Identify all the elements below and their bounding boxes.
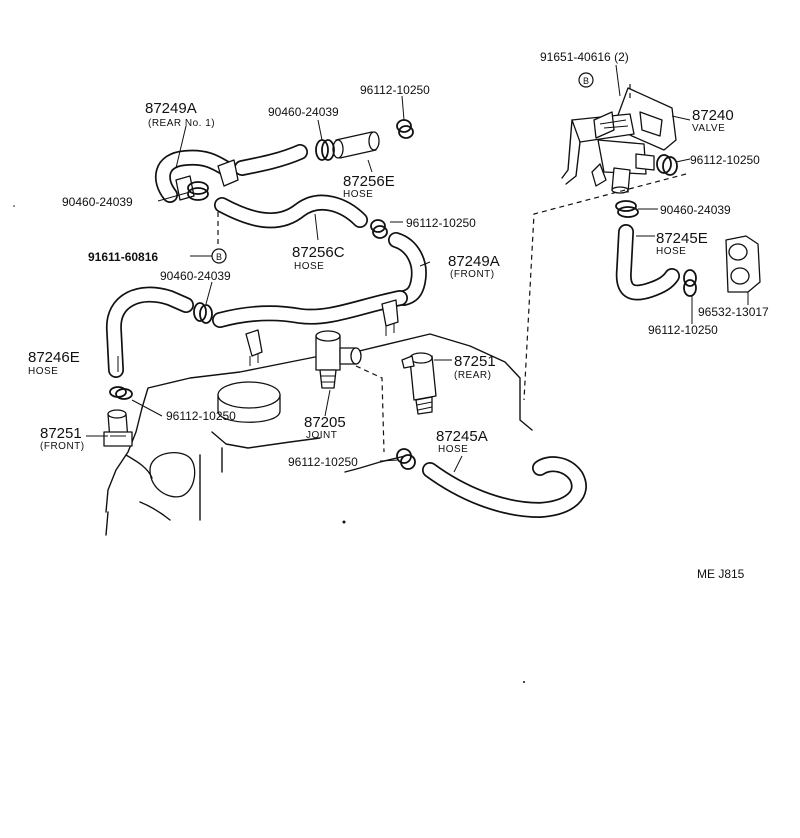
label-87249A-rear-sub: (REAR No. 1) — [148, 118, 215, 129]
hose-87256E — [332, 131, 380, 159]
clamp-icon — [315, 139, 335, 161]
clamp-icon — [396, 119, 414, 139]
clamp-icon — [193, 302, 213, 324]
label-96112-f: 96112-10250 — [648, 323, 718, 337]
label-87245A-sub: HOSE — [438, 444, 468, 455]
label-87205-sub: JOINT — [306, 430, 337, 441]
bracket-mounts — [175, 159, 399, 366]
part-labels: 87249A (REAR No. 1) 90460-24039 96112-10… — [28, 50, 769, 581]
hose-87245E — [615, 224, 680, 301]
engine-outline — [105, 333, 533, 536]
label-87256E: 87256E — [343, 173, 395, 190]
clamp-icon — [187, 181, 209, 201]
label-96112-a: 96112-10250 — [360, 83, 430, 97]
label-87240-sub: VALVE — [692, 123, 725, 134]
label-87240: 87240 — [692, 107, 734, 124]
b-symbol-text: B — [583, 76, 589, 86]
hose-long-middle — [212, 290, 408, 328]
label-90460-a: 90460-24039 — [268, 105, 339, 119]
diagram-reference-code: ME J815 — [697, 567, 745, 581]
dashed-connections — [217, 84, 687, 453]
label-90460-b: 90460-24039 — [62, 195, 133, 209]
joint-87205 — [315, 330, 362, 389]
valve-87240 — [561, 87, 677, 194]
label-87251-front-sub: (FRONT) — [40, 441, 85, 452]
clamp-icon — [109, 386, 133, 400]
label-87251-front: 87251 — [40, 425, 82, 442]
hose-87249A-rear — [155, 149, 233, 203]
label-87246E: 87246E — [28, 349, 80, 366]
clamp-icon — [683, 269, 697, 297]
hose-upper-short — [234, 144, 308, 176]
label-96532: 96532-13017 — [698, 305, 769, 319]
label-87245E-sub: HOSE — [656, 246, 686, 257]
label-91651: 91651-40616 (2) — [540, 50, 629, 64]
b-symbol-text: B — [216, 252, 222, 262]
label-96112-d: 96112-10250 — [288, 455, 358, 469]
clamp-icon — [396, 448, 416, 470]
label-87256C-sub: HOSE — [294, 261, 324, 272]
hose-87245A — [422, 456, 587, 518]
clamp-icon — [615, 200, 639, 218]
hose-87256C — [214, 194, 368, 229]
grommet-96532 — [725, 235, 761, 293]
label-87251-rear-sub: (REAR) — [454, 370, 491, 381]
b-symbol-icon: B — [211, 248, 227, 264]
hose-87246E — [105, 286, 194, 378]
leader-lines — [86, 64, 749, 473]
clamp-icon — [656, 154, 678, 176]
nipple-87251-front — [103, 409, 133, 447]
label-91611: 91611-60816 — [88, 250, 158, 264]
label-87249A-front-sub: (FRONT) — [450, 269, 495, 280]
label-87249A-front: 87249A — [448, 253, 500, 270]
label-87245A: 87245A — [436, 428, 488, 445]
label-87245E: 87245E — [656, 230, 708, 247]
b-symbol-icon: B — [578, 72, 594, 88]
label-90460-d: 90460-24039 — [660, 203, 731, 217]
label-87205: 87205 — [304, 414, 346, 431]
label-96112-b: 96112-10250 — [406, 216, 476, 230]
scan-specks — [13, 205, 525, 683]
label-87246E-sub: HOSE — [28, 366, 58, 377]
clamp-icon — [370, 219, 388, 239]
cap-part — [217, 381, 281, 423]
hose-87249A-front — [388, 232, 427, 306]
label-96112-c: 96112-10250 — [166, 409, 236, 423]
label-87256C: 87256C — [292, 244, 345, 261]
label-87249A-rear: 87249A — [145, 100, 197, 117]
label-87251-rear: 87251 — [454, 353, 496, 370]
nipple-87251-rear — [401, 352, 437, 415]
label-87256E-sub: HOSE — [343, 189, 373, 200]
label-96112-e: 96112-10250 — [690, 153, 760, 167]
label-90460-c: 90460-24039 — [160, 269, 231, 283]
